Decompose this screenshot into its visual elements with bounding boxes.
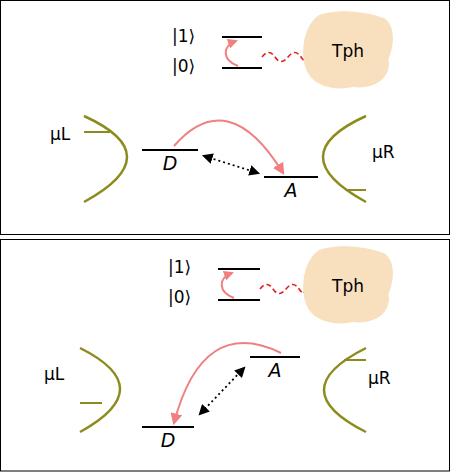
phonon-bath: Tph bbox=[300, 8, 396, 94]
state-label: |0⟩ bbox=[172, 58, 195, 75]
phonon-bath: Tph bbox=[300, 243, 396, 329]
energy-level: D bbox=[142, 149, 198, 173]
panel-border bbox=[1, 1, 450, 235]
state-label: |0⟩ bbox=[168, 289, 191, 306]
fermi-level bbox=[84, 131, 110, 133]
temperature-label: Tph bbox=[332, 278, 364, 295]
right-lead bbox=[323, 116, 366, 202]
qubit-level bbox=[222, 36, 262, 38]
level-label: A bbox=[250, 361, 300, 380]
coupling-arrow bbox=[200, 368, 244, 414]
qubit-level bbox=[218, 299, 260, 301]
left-lead bbox=[84, 116, 127, 202]
state-label: |1⟩ bbox=[168, 259, 191, 276]
level-label: D bbox=[142, 154, 198, 173]
fermi-level bbox=[344, 359, 366, 361]
coupling-arrow bbox=[204, 156, 258, 173]
qubit-transition bbox=[226, 41, 238, 66]
bath-fill bbox=[303, 246, 393, 323]
chemical-potential: μR bbox=[368, 370, 391, 387]
qubit-level bbox=[218, 268, 260, 270]
energy-level: A bbox=[250, 356, 300, 380]
fermi-level bbox=[80, 402, 102, 404]
chemical-potential: μL bbox=[50, 126, 70, 143]
chemical-potential: μR bbox=[372, 144, 395, 161]
level-label: A bbox=[264, 181, 318, 200]
right-lead bbox=[324, 348, 366, 432]
fermi-level bbox=[346, 189, 366, 191]
panel-border bbox=[1, 240, 450, 472]
tunneling-arrow bbox=[174, 121, 283, 173]
chemical-potential: μL bbox=[44, 366, 64, 383]
energy-level: A bbox=[264, 176, 318, 200]
level-label: D bbox=[142, 431, 194, 450]
energy-level: D bbox=[142, 426, 194, 450]
qubit-transition bbox=[222, 273, 234, 298]
temperature-label: Tph bbox=[332, 43, 364, 60]
left-lead bbox=[80, 348, 120, 432]
qubit-level bbox=[222, 67, 262, 69]
bath-fill bbox=[303, 11, 393, 88]
state-label: |1⟩ bbox=[172, 28, 195, 45]
